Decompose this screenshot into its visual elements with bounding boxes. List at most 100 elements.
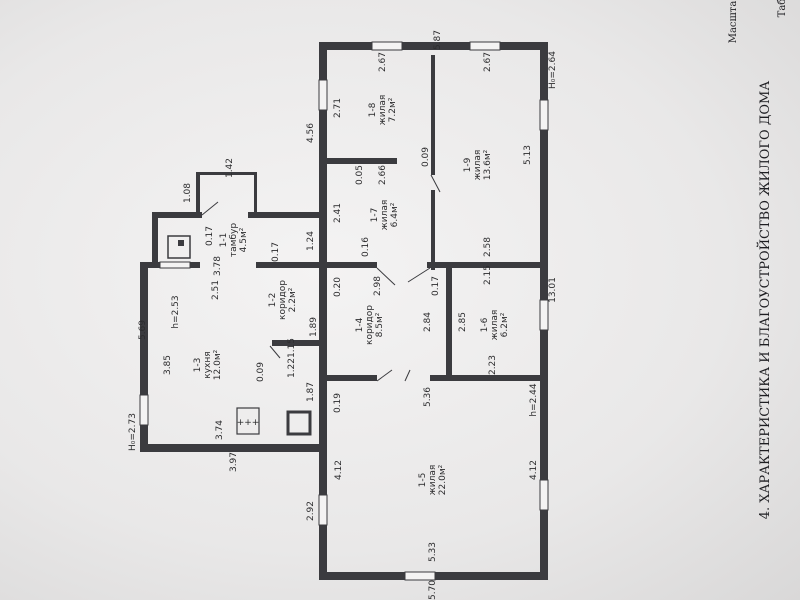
- dimensions: 5.87 2.67 2.67 2.71 5.13 4.56 2.41 2.66 …: [128, 30, 558, 600]
- room-labels: 1-1 тамбур 4.5м² 1-2 коридор 2.2м² 1-3 к…: [193, 95, 510, 496]
- room-1-6-no: 1-6: [480, 317, 490, 332]
- wall-8-9: [431, 55, 435, 175]
- room-1-8-area: 7.2м²: [388, 97, 398, 122]
- dim-label: 2.51: [211, 280, 221, 300]
- dim-label: 0.19: [333, 393, 343, 413]
- scale-label: Масшта: [728, 1, 739, 44]
- room-1-8-name: жилая: [378, 95, 388, 126]
- room-1-2-no: 1-2: [268, 293, 278, 308]
- dim-label: 0.05: [355, 165, 365, 185]
- corner-label: Таб: [777, 0, 788, 17]
- annex-bottom: [140, 444, 320, 452]
- room-1-5-no: 1-5: [418, 473, 428, 488]
- dim-label: 0.09: [256, 362, 266, 382]
- room-1-3-name: кухня: [203, 351, 213, 378]
- height-right: H₀=2.64: [548, 51, 558, 89]
- door: [407, 267, 431, 283]
- wall-4-5b: [430, 375, 540, 381]
- height-left: H₀=2.73: [128, 413, 138, 451]
- room-1-2-name: коридор: [278, 280, 288, 320]
- window: [539, 299, 549, 331]
- room-1-4-no: 1-4: [355, 317, 365, 332]
- wall-8-7: [327, 158, 397, 164]
- annex-left: [140, 262, 148, 452]
- room-1-3-area: 12.0м²: [213, 349, 223, 380]
- chimney-icon: [286, 410, 312, 436]
- boiler-icon: [167, 235, 191, 259]
- dim-label: 2.84: [423, 312, 433, 332]
- dim-label: 4.56: [306, 123, 316, 143]
- dim-label: 1.24: [306, 231, 316, 251]
- wall-kitchen-corr: [272, 340, 320, 346]
- dim-label: 5.69: [138, 320, 148, 340]
- porch-top: [196, 172, 256, 175]
- dim-label: 3.78: [213, 256, 223, 276]
- porch-left: [196, 172, 200, 218]
- dim-label: 3.85: [163, 355, 173, 375]
- dim-label: 2.41: [333, 203, 343, 223]
- dim-label: 0.17: [205, 226, 215, 246]
- room-1-1-area: 4.5м²: [239, 227, 249, 252]
- room-1-6-name: жилая: [490, 310, 500, 341]
- wall-9-4: [427, 262, 540, 268]
- vest-left: [152, 212, 158, 268]
- height-kitchen: h=2.53: [171, 295, 181, 328]
- stove-burner-icon: +++: [237, 418, 260, 428]
- room-1-9-no: 1-9: [463, 157, 473, 172]
- dim-label: 2.85: [458, 312, 468, 332]
- dim-label: 5.87: [433, 30, 443, 50]
- door: [376, 369, 393, 382]
- dim-label: 0.09: [421, 147, 431, 167]
- dim-label: 5.33: [428, 542, 438, 562]
- dim-label: 1.87: [306, 382, 316, 402]
- dim-label: 2.15: [483, 265, 493, 285]
- door: [430, 174, 441, 193]
- wall-left: [319, 42, 327, 580]
- room-1-9-area: 13.6м²: [483, 149, 493, 180]
- wall-4-6: [446, 268, 452, 378]
- dim-label: 0.17: [431, 276, 441, 296]
- window: [318, 494, 328, 526]
- dim-label: 4.12: [334, 460, 344, 480]
- room-1-3-no: 1-3: [193, 358, 203, 373]
- dim-label: 2.23: [488, 355, 498, 375]
- vest-top-b: [248, 212, 320, 218]
- dim-label: 2.98: [373, 276, 383, 296]
- dim-label: 3.74: [215, 420, 225, 440]
- dim-label: 1.22: [287, 358, 297, 378]
- dim-label: 3.97: [229, 452, 239, 472]
- room-1-4-name: коридор: [365, 305, 375, 345]
- window: [318, 79, 328, 111]
- window: [539, 479, 549, 511]
- room-1-7-no: 1-7: [370, 208, 380, 223]
- walls: [139, 41, 549, 581]
- room-1-5-name: жилая: [428, 465, 438, 496]
- door: [269, 345, 281, 359]
- room-1-6-area: 6.2м²: [500, 312, 510, 337]
- wall-7-4a: [327, 262, 377, 268]
- room-1-1-no: 1-1: [219, 233, 229, 248]
- dim-label: 2.66: [378, 165, 388, 185]
- wall-4-5a: [327, 375, 377, 381]
- dim-label: 1.15: [287, 338, 297, 358]
- fixtures: +++: [167, 235, 312, 436]
- height-room5: h=2.44: [529, 383, 539, 417]
- room-1-9-name: жилая: [473, 150, 483, 181]
- porch-right: [254, 172, 257, 218]
- dim-label: 2.58: [483, 237, 493, 257]
- annex-top-b: [256, 262, 320, 268]
- room-1-4-area: 8.5м²: [375, 312, 385, 337]
- dim-label: 1.89: [309, 317, 319, 337]
- door-swings: [201, 174, 441, 382]
- section-title: 4. ХАРАКТЕРИСТИКА И БЛАГОУСТРОЙСТВО ЖИЛО…: [756, 81, 773, 520]
- door: [376, 267, 396, 286]
- window: [139, 394, 149, 426]
- room-1-2-area: 2.2м²: [288, 287, 298, 312]
- dim-label: 1.42: [225, 158, 235, 178]
- dim-label: 2.92: [306, 501, 316, 521]
- window: [159, 261, 191, 269]
- door: [404, 369, 411, 382]
- dim-label: 5.70: [428, 580, 438, 600]
